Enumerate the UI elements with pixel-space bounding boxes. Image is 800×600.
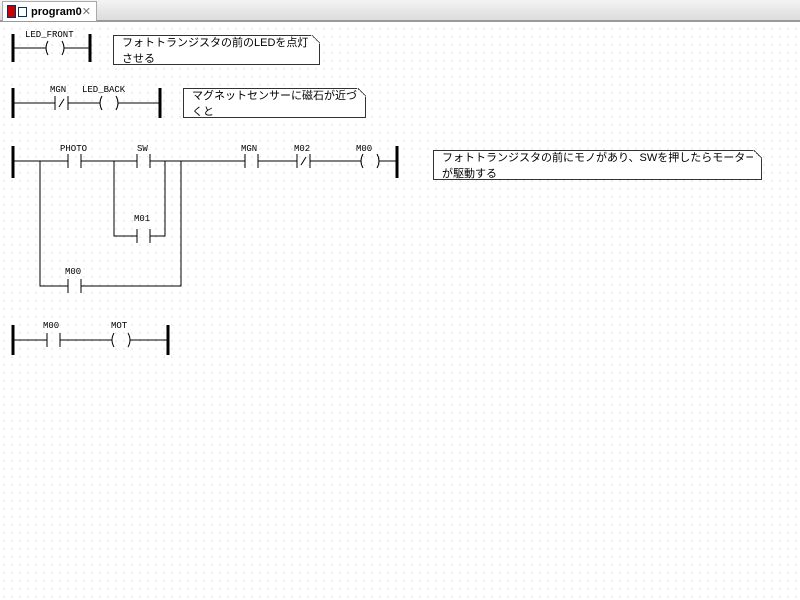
coil-icon: [99, 95, 119, 111]
close-icon[interactable]: ✕: [81, 6, 91, 18]
contact-label: M00: [65, 267, 81, 277]
contact-label: M02: [294, 144, 310, 154]
rung-3-comment[interactable]: フォトトランジスタの前にモノがあり、SWを押したらモーターが駆動する: [433, 150, 762, 180]
contact-label: M00: [43, 321, 59, 331]
coil-label: LED_FRONT: [25, 30, 74, 40]
rung-1[interactable]: LED_FRONT: [11, 30, 92, 62]
rung-2-comment[interactable]: マグネットセンサーに磁石が近づくと: [183, 88, 366, 118]
contact-label: SW: [137, 144, 148, 154]
contact-label: PHOTO: [60, 144, 87, 154]
tab-label: program0: [31, 5, 82, 18]
ladder-program-icon: [7, 5, 17, 18]
program-icon: [18, 6, 28, 17]
ladder-canvas[interactable]: [0, 22, 800, 600]
tab-bar: program0 ✕: [0, 0, 800, 22]
rung-2[interactable]: MGN LED_BACK: [11, 85, 162, 118]
tab-program0[interactable]: program0 ✕: [2, 1, 97, 21]
rung-1-comment[interactable]: フォトトランジスタの前のLEDを点灯させる: [113, 35, 320, 65]
contact-label: MGN: [241, 144, 257, 154]
contact-label: MGN: [50, 85, 66, 95]
coil-icon: [111, 332, 131, 348]
coil-label: LED_BACK: [82, 85, 126, 95]
coil-icon: [360, 153, 380, 169]
coil-label: M00: [356, 144, 372, 154]
coil-icon: [45, 40, 65, 56]
rung-3[interactable]: PHOTO SW M01 M00 MGN M02 M00: [11, 144, 399, 293]
coil-label: MOT: [111, 321, 128, 331]
contact-label: M01: [134, 214, 150, 224]
rung-4[interactable]: M00 MOT: [11, 321, 170, 355]
